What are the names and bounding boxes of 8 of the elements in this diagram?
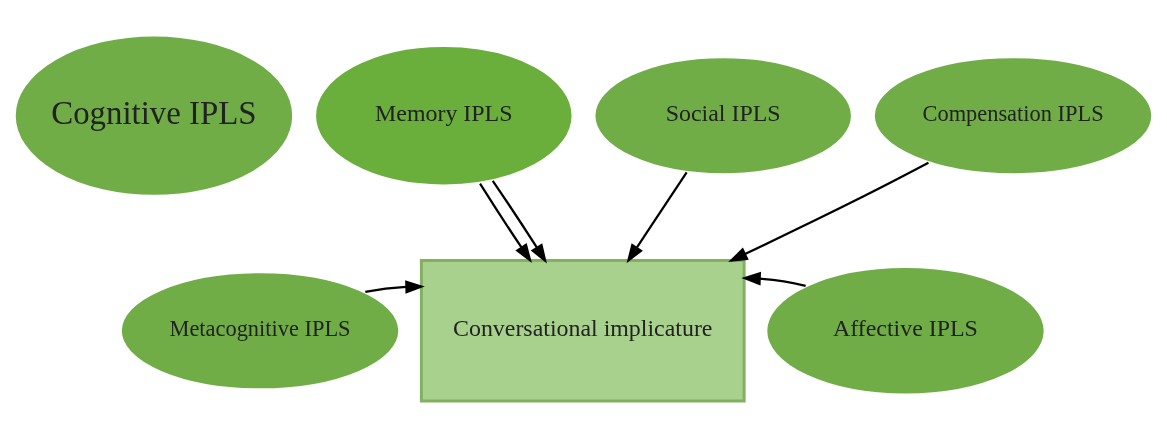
- node-box: Conversational implicature: [419, 258, 746, 402]
- arrow: [491, 179, 547, 263]
- arrow: [626, 171, 688, 263]
- arrow: [728, 161, 929, 262]
- arrow: [365, 279, 425, 294]
- node-ellipse: Cognitive IPLS: [12, 33, 296, 198]
- arrow: [479, 182, 532, 263]
- arrow: [741, 271, 806, 287]
